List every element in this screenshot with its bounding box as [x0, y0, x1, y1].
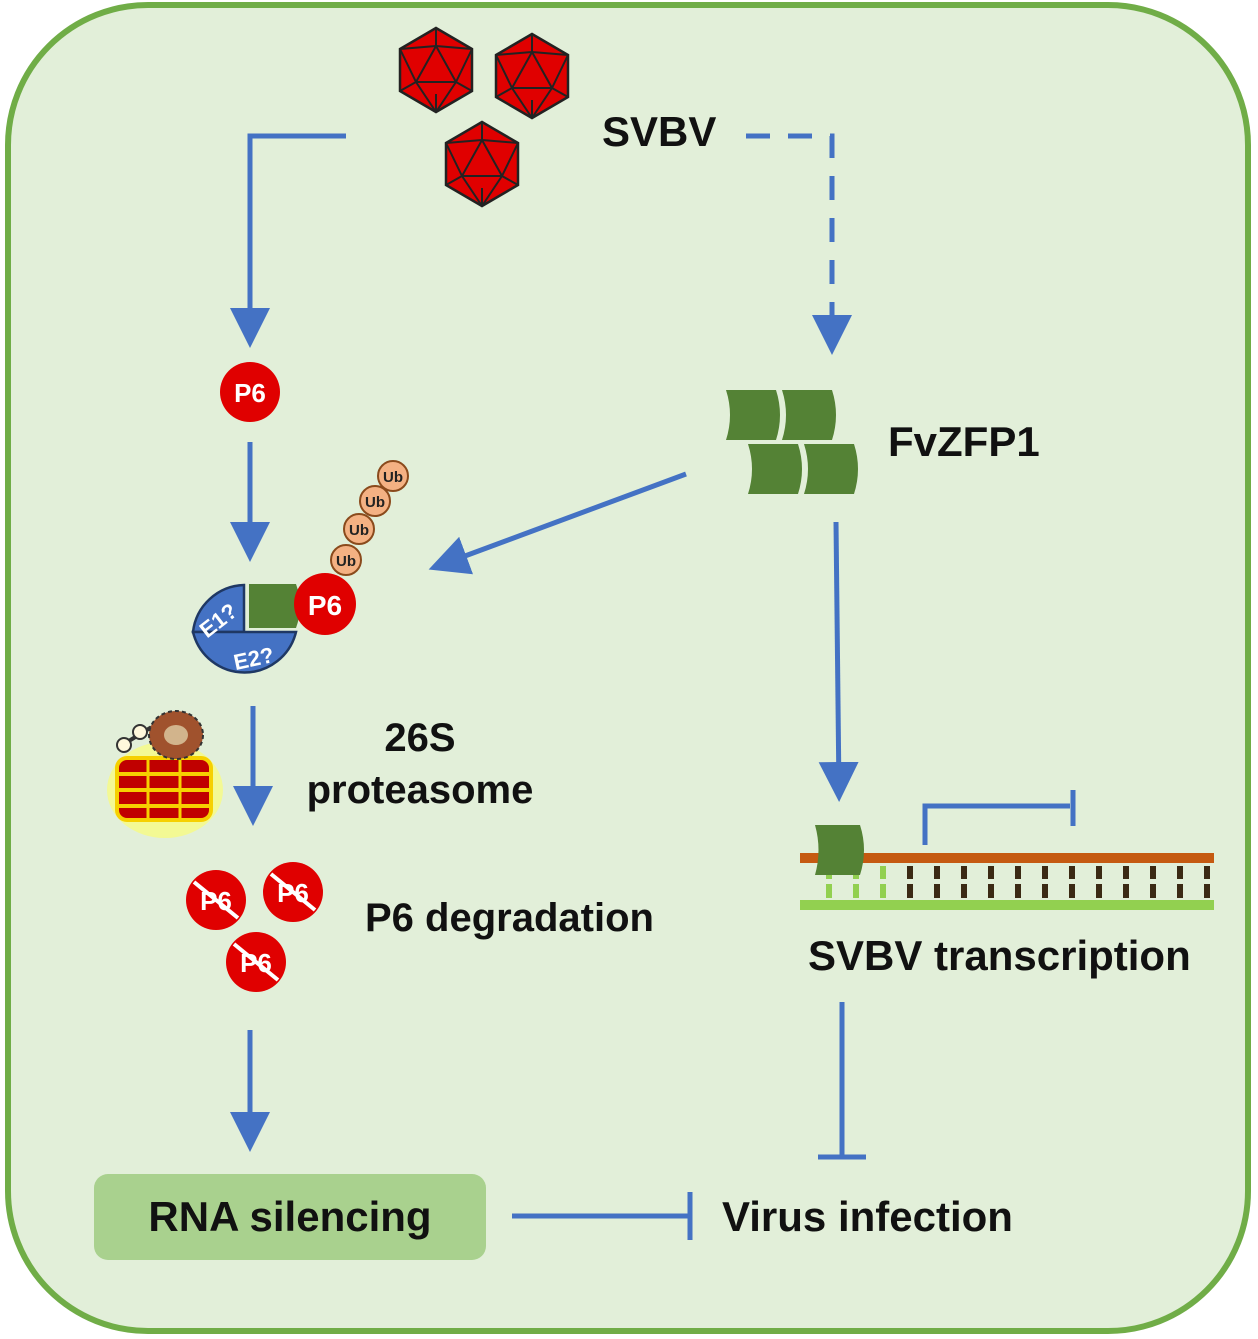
e1-e2-enzyme-icon: E1? E2? [191, 583, 298, 675]
fvzfp1-bound-icon [249, 584, 300, 628]
degraded-p6-icon: P6 P6 P6 [184, 860, 325, 994]
svg-text:P6: P6 [200, 886, 232, 916]
svg-text:P6: P6 [240, 948, 272, 978]
dna-rung [934, 866, 940, 879]
svg-text:P6: P6 [277, 878, 309, 908]
ubiquitin-chain-icon: Ub Ub Ub Ub [330, 460, 409, 576]
rna-silencing-box: RNA silencing [94, 1174, 486, 1260]
arrow-fvzfp1-to-transcription [818, 521, 859, 802]
arrow-svbv-to-p6 [230, 133, 346, 348]
p6-bound: P6 [294, 573, 356, 635]
ubiquitination-complex: Ub Ub Ub Ub E1? E2? P6 [191, 460, 409, 675]
dna-rung [1069, 884, 1075, 898]
fvzfp1-label: FvZFP1 [888, 418, 1040, 465]
dna-rung [1015, 866, 1021, 879]
svg-text:Ub: Ub [383, 469, 403, 486]
dna-rung [1150, 884, 1156, 898]
dna-rung [880, 884, 886, 898]
dna-rung [907, 866, 913, 879]
proteasome-label-line2: proteasome [306, 768, 534, 812]
dna-rung [1150, 866, 1156, 879]
dna-rung [1096, 884, 1102, 898]
dna-rung [961, 866, 967, 879]
dna-rung [853, 884, 859, 898]
p6-label: P6 [234, 378, 266, 408]
proteasome-label: 26S proteasome [290, 712, 550, 816]
proteasome-label-line1: 26S [384, 716, 456, 760]
virus-infection-label: Virus infection [722, 1193, 1013, 1240]
dna-ladder-icon [800, 825, 1214, 910]
arrow-svbv-to-fvzfp1-dashed [746, 133, 852, 355]
dna-rung [907, 884, 913, 898]
dna-rung [1204, 884, 1210, 898]
dna-rung [1042, 884, 1048, 898]
dna-rung [988, 884, 994, 898]
dna-rung [1069, 866, 1075, 879]
dna-rung [1015, 884, 1021, 898]
inhibit-rna-silencing-to-virus-infection [512, 1192, 693, 1240]
dna-rung [1204, 866, 1210, 879]
dna-rung [826, 884, 832, 898]
svg-text:P6: P6 [308, 590, 342, 621]
arrow-fvzfp1-to-complex [428, 471, 687, 575]
dna-rung [1177, 884, 1183, 898]
promoter-bracket-icon [922, 790, 1076, 845]
dna-rung [880, 866, 886, 879]
dna-rung [1042, 866, 1048, 879]
svbv-transcription-label: SVBV transcription [808, 932, 1191, 979]
dna-rung [1177, 866, 1183, 879]
svbv-label: SVBV [602, 108, 717, 155]
dna-rung [961, 884, 967, 898]
dna-rung [988, 866, 994, 879]
svg-text:Ub: Ub [349, 522, 369, 539]
inhibit-transcription-to-virus-infection [818, 1002, 866, 1160]
dna-rung [1096, 866, 1102, 879]
svg-text:Ub: Ub [336, 553, 356, 570]
dna-rung [934, 884, 940, 898]
p6-protein: P6 [220, 362, 280, 422]
proteasome-icon [107, 710, 223, 838]
svg-text:Ub: Ub [365, 494, 385, 511]
p6-degradation-label: P6 degradation [365, 896, 654, 940]
rna-silencing-label: RNA silencing [148, 1193, 432, 1240]
cell-boundary [5, 2, 1251, 1334]
fvzfp1-bound-dna-icon [815, 825, 864, 875]
dna-rung [1123, 884, 1129, 898]
dna-rung [1123, 866, 1129, 879]
